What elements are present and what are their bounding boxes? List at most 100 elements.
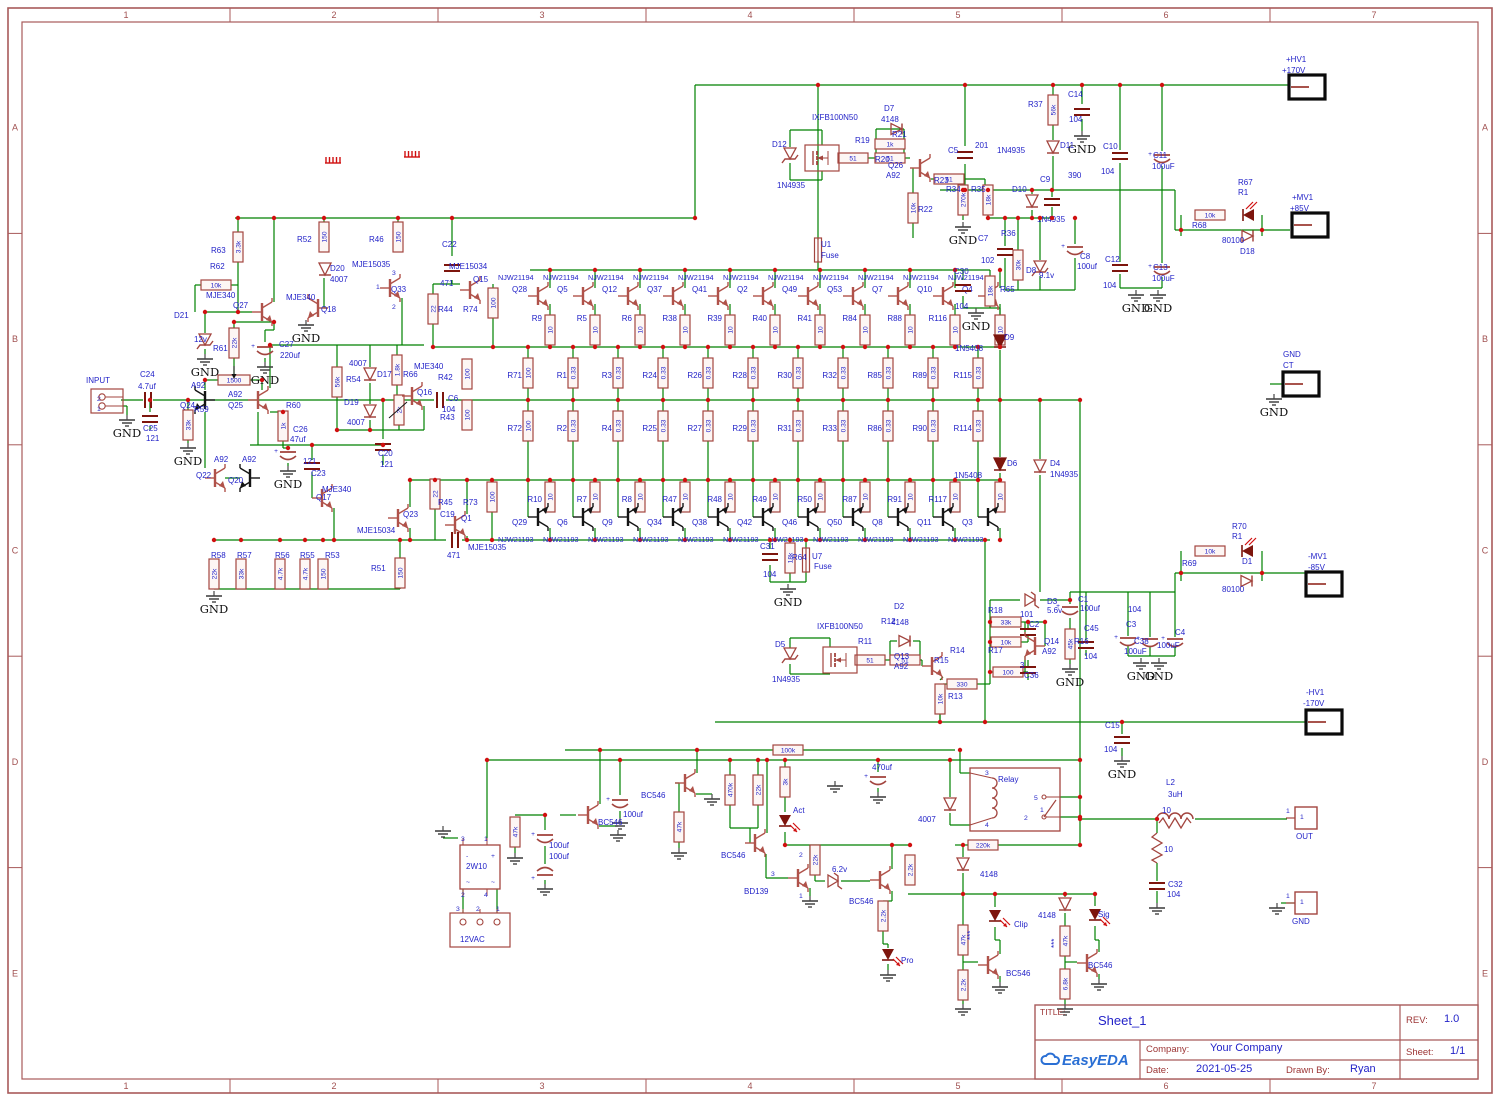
gnd-net-label[interactable]: GND [962, 319, 990, 333]
text-label[interactable]: 2 [461, 892, 465, 899]
gnd-net-label[interactable]: GND [1144, 301, 1172, 315]
resistor-ref[interactable]: R40 [752, 314, 767, 323]
text-label[interactable]: BC546 [1006, 969, 1031, 978]
transistor[interactable] [582, 520, 594, 528]
resistor-value[interactable]: 4.7k [302, 567, 309, 580]
text-label[interactable]: Sig [1098, 910, 1110, 919]
junction[interactable] [1079, 82, 1085, 88]
resistor-value[interactable]: 1k [887, 142, 895, 149]
zener-diode[interactable] [196, 340, 214, 350]
resistor-ref[interactable]: R6 [622, 314, 633, 323]
text-label[interactable]: 100uF [1157, 641, 1180, 650]
resistor-value[interactable]: 330 [956, 682, 967, 689]
resistor-value[interactable]: 4.7k [277, 567, 284, 580]
resistor-value[interactable]: 0.33 [750, 366, 757, 379]
junction[interactable] [202, 377, 208, 383]
text-label[interactable]: D20 [330, 264, 345, 273]
junction[interactable] [985, 187, 991, 193]
led[interactable] [779, 815, 791, 826]
zener-diode[interactable] [833, 872, 843, 890]
zener-diode[interactable] [1024, 592, 1037, 608]
junction[interactable] [907, 842, 913, 848]
junction[interactable] [309, 442, 315, 448]
led-arrow[interactable] [1244, 537, 1253, 546]
resistor[interactable] [904, 854, 916, 886]
text-label[interactable]: C22 [442, 240, 457, 249]
text-label[interactable]: 1N4935 [777, 181, 806, 190]
junction[interactable] [1002, 215, 1008, 221]
gnd-net-label[interactable]: GND [1145, 669, 1173, 683]
resistor-value[interactable]: 47k [1062, 935, 1069, 946]
text-label[interactable]: Q15 [473, 275, 489, 284]
resistor[interactable] [208, 558, 220, 590]
transistor-ref[interactable]: Q10 [917, 285, 933, 294]
transistor-type-label[interactable]: NJW21193 [678, 535, 714, 544]
junction[interactable] [992, 891, 998, 897]
junction[interactable] [407, 477, 413, 483]
text-label[interactable]: C36 [1024, 671, 1039, 680]
resistor-zigzag[interactable] [1150, 832, 1164, 864]
transistor-ref[interactable]: Q42 [737, 518, 753, 527]
resistor-value[interactable]: 0.33 [660, 366, 667, 379]
resistor-value[interactable]: 150 [321, 231, 328, 242]
resistor-value[interactable]: 0.33 [615, 419, 622, 432]
resistor[interactable] [1059, 968, 1071, 1000]
text-label[interactable]: MJE15034 [357, 526, 396, 535]
frame-col-label[interactable]: 3 [539, 10, 544, 20]
text-label[interactable]: 104 [1167, 890, 1181, 899]
resistor-ref[interactable]: R86 [867, 424, 882, 433]
resistor-ref[interactable]: R31 [777, 424, 792, 433]
diode[interactable] [362, 404, 378, 419]
text-label[interactable]: R43 [440, 413, 455, 422]
resistor-value[interactable]: 100k [781, 748, 796, 755]
transistor-ref[interactable]: Q9 [602, 518, 613, 527]
text-label[interactable]: 104 [763, 570, 777, 579]
junction[interactable] [597, 747, 603, 753]
transistor[interactable] [807, 285, 819, 293]
resistor-value[interactable]: 10k [1205, 549, 1216, 556]
resistor-ref[interactable]: R32 [822, 371, 837, 380]
junction[interactable] [637, 537, 643, 543]
junction[interactable] [285, 445, 291, 451]
text-label[interactable]: 3 [392, 270, 396, 277]
text-label[interactable]: R70 [1232, 522, 1247, 531]
text-label[interactable]: 100uf [1080, 604, 1101, 613]
resistor-ref[interactable]: R72 [507, 424, 522, 433]
junction[interactable] [615, 397, 621, 403]
resistor-value[interactable]: 100 [464, 368, 471, 379]
resistor-value[interactable]: 0.33 [615, 366, 622, 379]
text-label[interactable]: 3 [461, 836, 465, 843]
text-label[interactable]: +170V [1282, 66, 1306, 75]
transistor-ref[interactable]: Q12 [602, 285, 618, 294]
junction[interactable] [782, 757, 788, 763]
zener-diode[interactable] [781, 154, 799, 164]
junction[interactable] [592, 267, 598, 273]
resistor-ref[interactable]: R26 [687, 371, 702, 380]
text-label[interactable]: 3 [985, 770, 989, 777]
junction[interactable] [380, 397, 386, 403]
resistor-ref[interactable]: R117 [928, 495, 947, 504]
text-label[interactable]: 1 [484, 836, 488, 843]
text-label[interactable]: 1 [1300, 899, 1304, 906]
junction[interactable] [484, 757, 490, 763]
led-arrow[interactable] [1245, 201, 1254, 210]
frame-col-label[interactable]: 2 [331, 1081, 336, 1091]
text-label[interactable]: +85V [1290, 204, 1310, 213]
text-label[interactable]: D18 [1240, 247, 1255, 256]
diode[interactable] [1057, 897, 1073, 912]
text-label[interactable]: C26 [293, 425, 308, 434]
mosfet[interactable] [822, 646, 858, 674]
text-label[interactable]: 390 [1068, 171, 1082, 180]
junction[interactable] [885, 477, 891, 483]
text-label[interactable]: C14 [1068, 90, 1083, 99]
junction[interactable] [787, 537, 793, 543]
resistor-ref[interactable]: R49 [752, 495, 767, 504]
text-label[interactable]: INPUT [86, 376, 110, 385]
resistor[interactable] [792, 410, 804, 442]
junction[interactable] [231, 319, 237, 325]
terminal-connector[interactable] [1294, 806, 1318, 830]
text-label[interactable]: R62 [210, 262, 225, 271]
transistor-type-label[interactable]: NJW21193 [768, 535, 804, 544]
resistor[interactable] [702, 410, 714, 442]
transistor-type-label[interactable]: NJW21193 [813, 535, 849, 544]
